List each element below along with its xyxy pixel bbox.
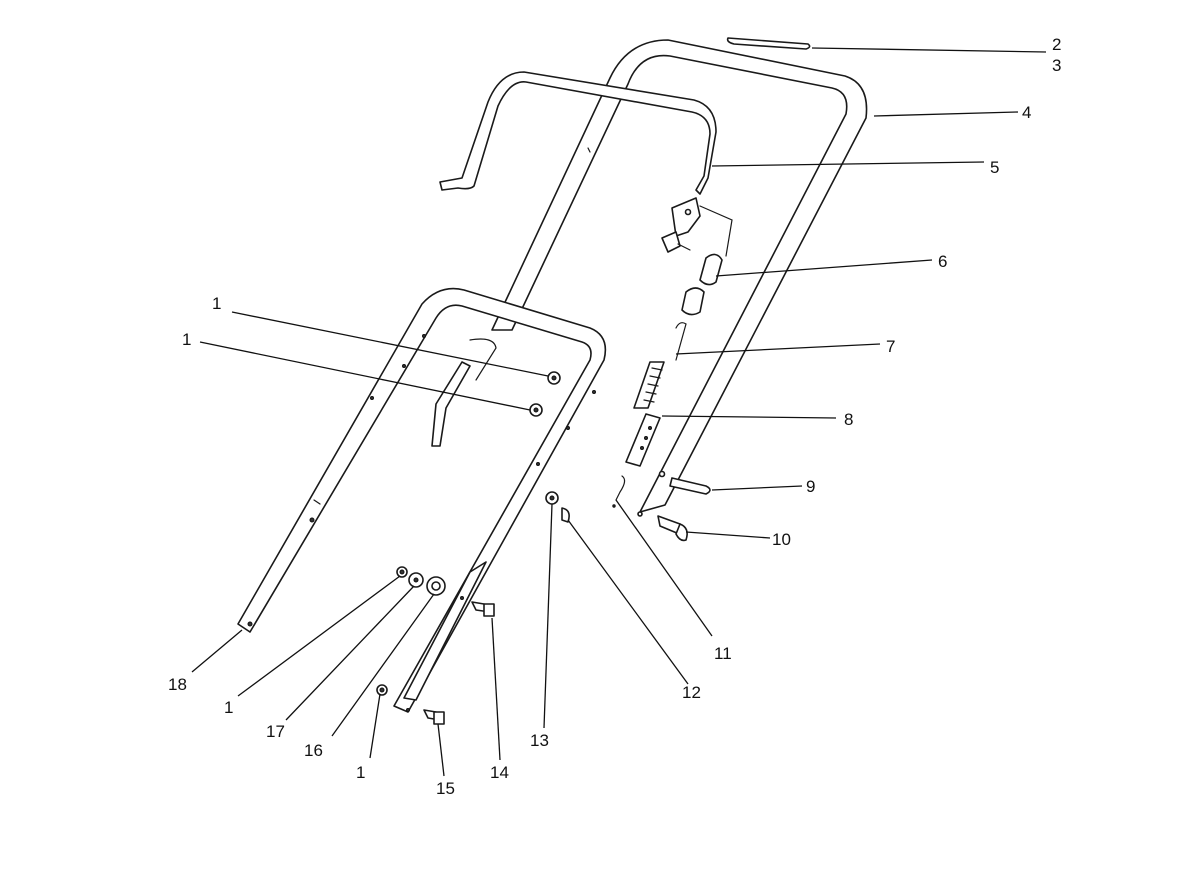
nut-upper-2 (529, 403, 543, 417)
lower-bracket (403, 561, 487, 701)
bushing-lower (681, 287, 705, 316)
callout-17: 17 (266, 722, 285, 741)
callout-10: 10 (772, 530, 791, 549)
callout-8: 8 (844, 410, 853, 429)
cable-clip (561, 507, 570, 523)
carriage-bolt (637, 511, 688, 542)
callout-12: 12 (682, 683, 701, 702)
spring (633, 322, 687, 409)
cable-guide (431, 338, 497, 447)
callout-1-upper-a: 1 (212, 294, 221, 313)
nut-lower-2 (376, 684, 388, 696)
callout-labels: 2 3 4 5 6 7 8 9 10 11 12 13 14 15 16 17 … (168, 35, 1061, 798)
grommet (545, 491, 559, 505)
handle-knob (426, 576, 446, 596)
adjustment-plate (625, 413, 661, 467)
callout-9: 9 (806, 477, 815, 496)
nut-lower-1 (396, 566, 408, 578)
callout-1-lower-a: 1 (224, 698, 233, 717)
lower-handle (237, 287, 607, 713)
nut-upper-1 (547, 371, 561, 385)
callout-3: 3 (1052, 56, 1061, 75)
callout-1-lower-b: 1 (356, 763, 365, 782)
callout-11: 11 (714, 644, 732, 663)
grip-cover (726, 37, 811, 50)
callout-6: 6 (938, 252, 947, 271)
callout-13: 13 (530, 731, 549, 750)
bail-bracket (661, 197, 733, 257)
washer (408, 572, 424, 588)
upper-handle (491, 39, 868, 513)
callout-5: 5 (990, 158, 999, 177)
callout-14: 14 (490, 763, 509, 782)
bolt-15 (406, 708, 445, 725)
callout-15: 15 (436, 779, 455, 798)
leader-lines (191, 47, 1047, 777)
bushing-upper (699, 253, 723, 286)
callout-18: 18 (168, 675, 187, 694)
callout-4: 4 (1022, 103, 1031, 122)
hairpin (612, 475, 626, 508)
callout-16: 16 (304, 741, 323, 760)
callout-2: 2 (1052, 35, 1061, 54)
bolt-14 (460, 596, 495, 617)
adjustment-pin (658, 470, 711, 495)
callout-7: 7 (886, 337, 895, 356)
callout-1-upper-b: 1 (182, 330, 191, 349)
bail-bar (439, 71, 717, 195)
